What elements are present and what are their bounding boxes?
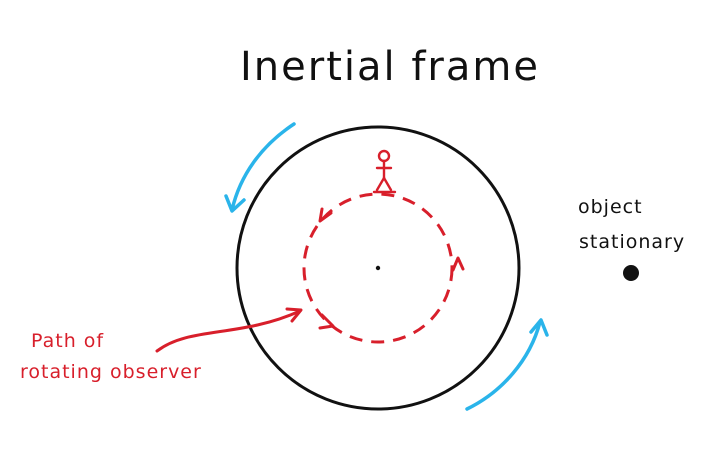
object-label-line2: stationary xyxy=(579,231,685,253)
rotating-disc xyxy=(235,125,521,411)
rotation-arrow-top-left xyxy=(224,122,296,213)
object-label-line1: object xyxy=(578,196,643,218)
observer-path-arrow-right xyxy=(451,256,465,272)
stick-figure-icon xyxy=(372,149,397,194)
path-label-line1: Path of xyxy=(31,330,104,352)
observer-path-arrow-bottom-left xyxy=(318,313,335,330)
filled-dot-icon xyxy=(623,265,639,281)
diagram-title: Inertial frame xyxy=(240,44,540,90)
center-point-icon xyxy=(375,265,381,271)
observer-path-arrow-top-left xyxy=(318,207,333,223)
path-label-line2: rotating observer xyxy=(20,361,202,383)
observer-path-circle xyxy=(302,192,454,344)
rotation-arrow-bottom-right xyxy=(465,318,549,411)
path-pointer-arrow xyxy=(155,307,303,353)
